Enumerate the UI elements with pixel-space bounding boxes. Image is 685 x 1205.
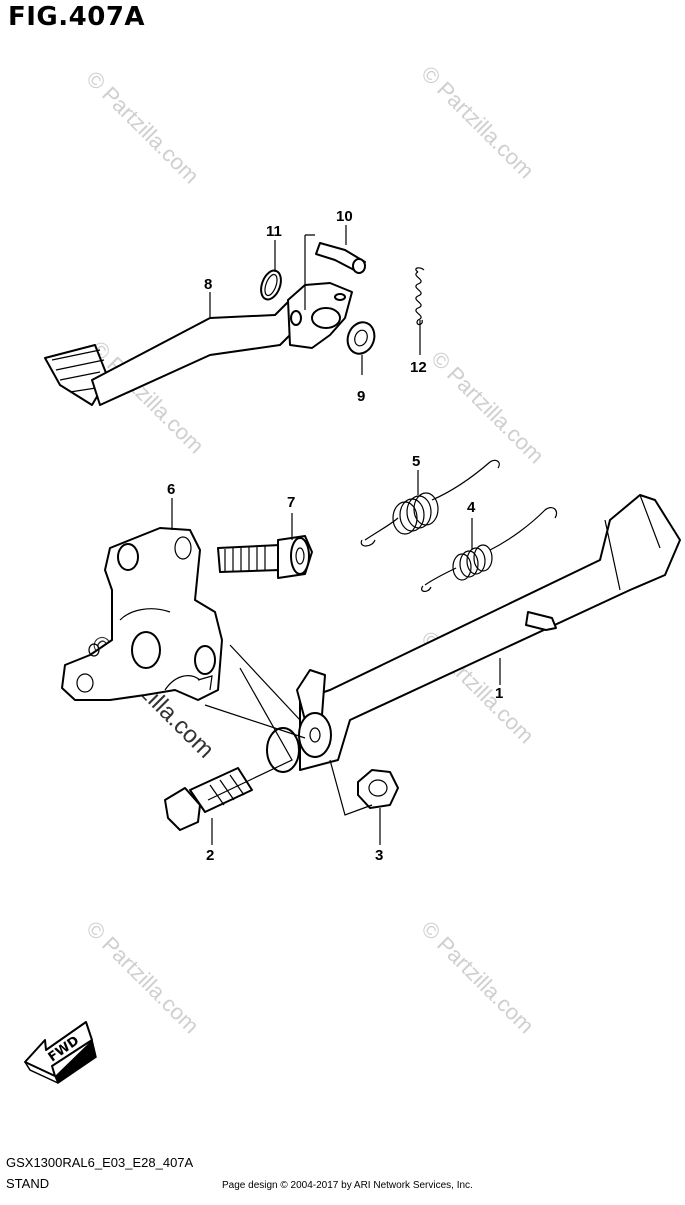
callout-11[interactable]: 11	[266, 223, 282, 240]
part-4-spring[interactable]	[421, 506, 558, 592]
watermark: © Partzilla.com	[81, 66, 204, 189]
callout-7[interactable]: 7	[287, 494, 295, 511]
callout-9[interactable]: 9	[357, 388, 365, 405]
callout-5[interactable]: 5	[412, 453, 420, 470]
callout-3[interactable]: 3	[375, 847, 383, 864]
part-6-bracket[interactable]	[61, 527, 223, 701]
part-11-clip[interactable]	[257, 268, 284, 302]
part-8-pedal[interactable]	[44, 282, 353, 406]
figure-title: FIG.407A	[8, 2, 146, 32]
callout-4[interactable]: 4	[467, 499, 476, 516]
callout-12[interactable]: 12	[410, 359, 427, 376]
callout-1[interactable]: 1	[495, 685, 503, 702]
watermark: © Partzilla.com	[426, 346, 549, 469]
watermark: © Partzilla.com	[416, 61, 539, 184]
part-2-bolt[interactable]	[164, 767, 253, 831]
figure-name: STAND	[6, 1176, 50, 1191]
callout-8[interactable]: 8	[204, 276, 212, 293]
callout-10[interactable]: 10	[336, 208, 353, 225]
callout-6[interactable]: 6	[167, 481, 175, 498]
part-12-spring[interactable]	[415, 267, 425, 326]
part-10-pin[interactable]	[304, 234, 366, 310]
callout-group: 1 2 3 4 5 6 7 8 9 10 11 12	[167, 208, 503, 864]
part-9-washer[interactable]	[343, 319, 378, 358]
fwd-arrow: FWD	[24, 1021, 97, 1085]
part-3-nut[interactable]	[357, 769, 399, 809]
leader-lines	[171, 225, 501, 845]
page-credit: Page design © 2004-2017 by ARI Network S…	[222, 1180, 473, 1191]
figure-code: GSX1300RAL6_E03_E28_407A	[6, 1155, 194, 1170]
part-5-spring[interactable]	[360, 459, 500, 547]
watermark: © Partzilla.com	[416, 916, 539, 1039]
callout-2[interactable]: 2	[206, 847, 214, 864]
watermark: © Partzilla.com	[81, 916, 204, 1039]
part-7-bolt[interactable]	[217, 535, 313, 579]
part-1-stand[interactable]	[266, 494, 681, 773]
